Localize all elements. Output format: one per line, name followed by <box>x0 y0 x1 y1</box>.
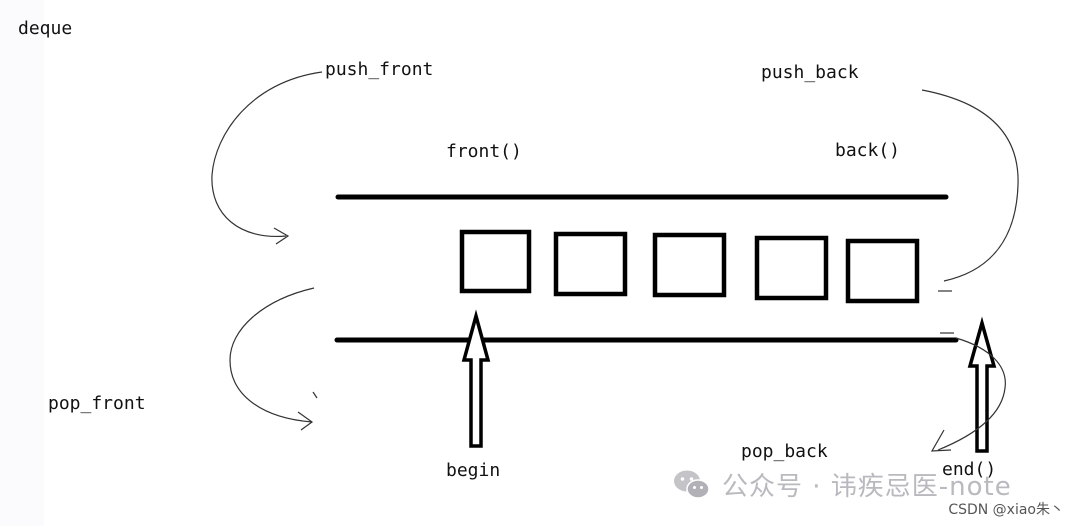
pop-front-arrowhead <box>297 411 314 431</box>
begin-label: begin <box>446 460 501 481</box>
end-label: end() <box>942 459 997 480</box>
watermark-text: 公众号 · 讳疾忌医-note <box>722 472 1012 502</box>
element-box <box>652 232 727 298</box>
source-credit: CSDN @xiao朱丶 <box>948 502 1064 518</box>
pop-front-curve <box>229 287 315 423</box>
begin-arrow <box>461 309 491 448</box>
diagram-title: deque <box>18 18 73 39</box>
pop-back-label: pop_back <box>741 441 828 462</box>
front-label: front() <box>446 141 522 162</box>
element-box <box>845 238 920 304</box>
element-box <box>553 231 628 297</box>
push-back-curve <box>921 89 1019 282</box>
push-back-label: push_back <box>761 62 859 83</box>
wechat-icon <box>674 470 710 499</box>
end-arrow <box>967 316 997 453</box>
push-front-arrowhead <box>273 227 290 245</box>
element-box <box>459 229 532 294</box>
left-margin-strip <box>0 0 44 526</box>
push-front-curve <box>211 71 323 238</box>
push-front-label: push_front <box>325 59 434 80</box>
pop-front-tick <box>312 391 318 399</box>
pop-back-arrowhead <box>930 429 952 452</box>
back-label: back() <box>835 140 901 161</box>
pop-back-curve <box>937 337 1006 451</box>
element-box <box>754 235 829 301</box>
watermark: 公众号 · 讳疾忌医-note <box>672 466 1012 503</box>
pop-front-label: pop_front <box>48 393 146 414</box>
